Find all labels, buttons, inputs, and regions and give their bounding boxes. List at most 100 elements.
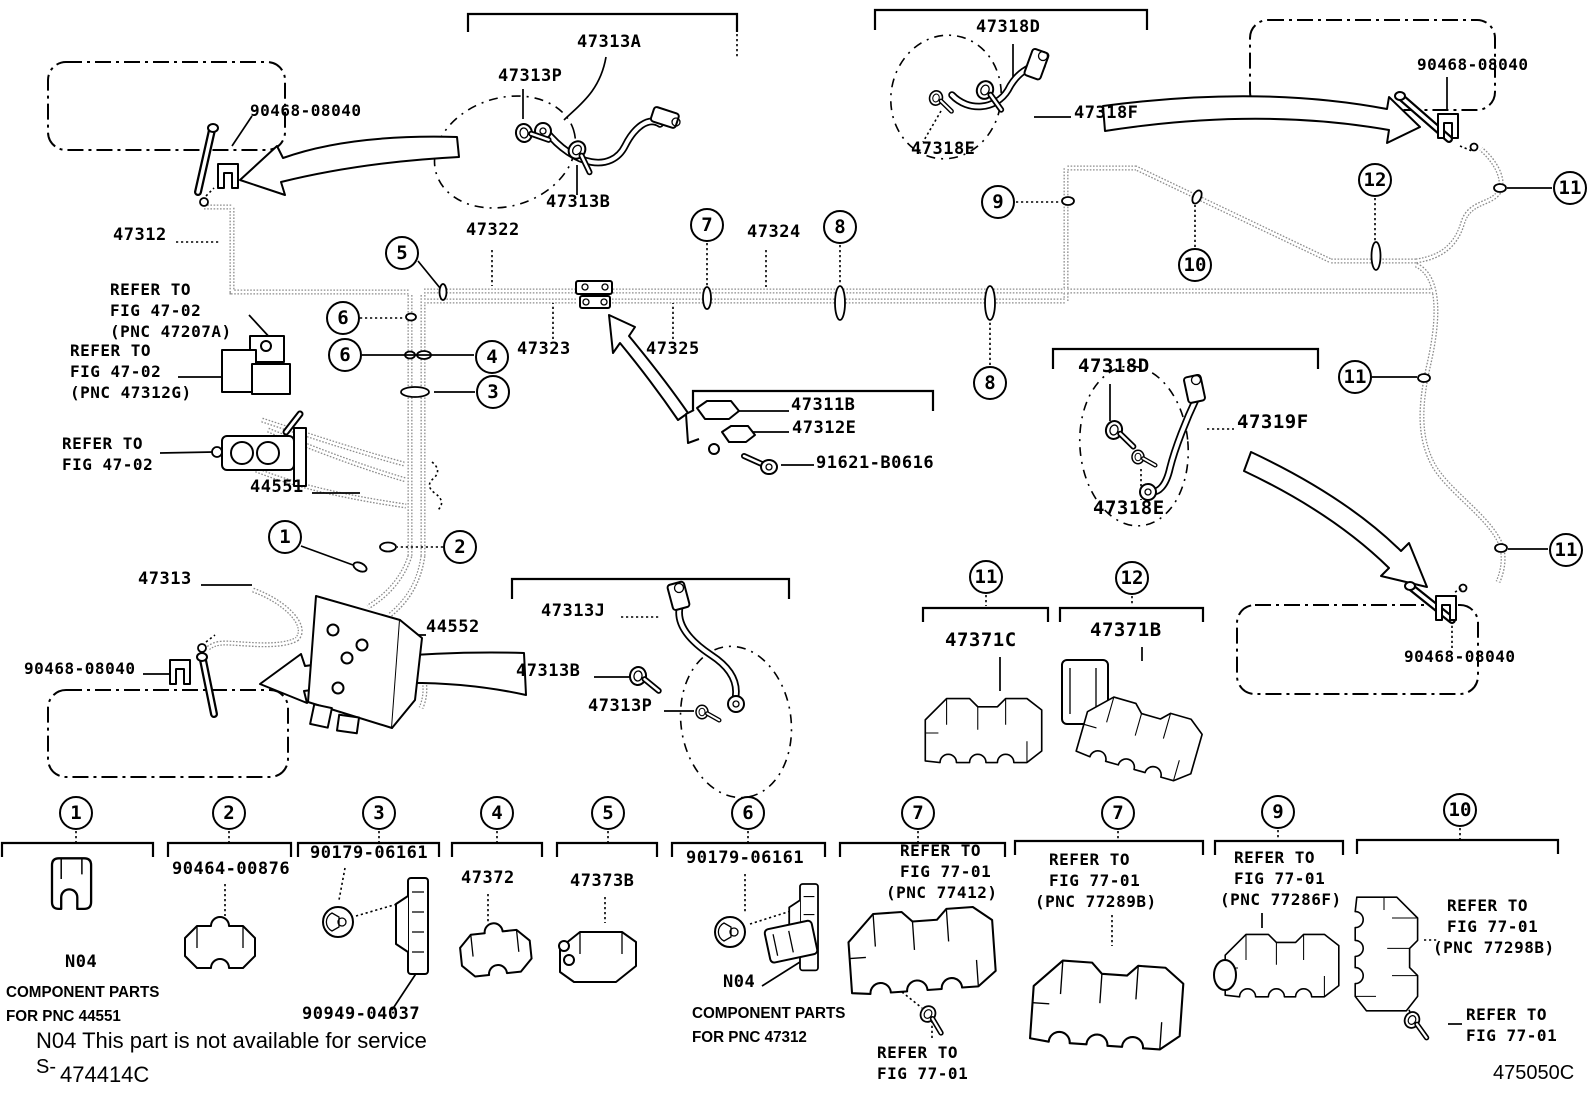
refer-line: (PNC 77286F) xyxy=(1220,890,1342,909)
legend-note-line: COMPONENT PARTS xyxy=(6,984,160,1001)
refer-line: FIG 47-02 xyxy=(110,301,202,320)
callout-3[interactable]: 3 xyxy=(476,375,510,409)
clamp-47371C-art xyxy=(924,697,1043,764)
legend-callout-1[interactable]: 1 xyxy=(59,796,93,830)
part-label-47322[interactable]: 47322 xyxy=(466,220,520,240)
part-label-44552[interactable]: 44552 xyxy=(426,617,480,637)
refer-line: REFER TO xyxy=(877,1043,959,1062)
part-label-47313P-mid[interactable]: 47313P xyxy=(588,696,653,716)
callout-11a[interactable]: 11 xyxy=(1553,171,1587,205)
legend-callout-10[interactable]: 10 xyxy=(1443,793,1477,827)
legend-part-n04-1[interactable]: N04 xyxy=(65,952,98,972)
callout-2[interactable]: 2 xyxy=(443,530,477,564)
refer-note-77289B: REFER TO FIG 77-01 (PNC 77289B) xyxy=(1035,849,1157,912)
part-label-47313P-top[interactable]: 47313P xyxy=(498,66,563,86)
legend-part-90179-06161-b[interactable]: 90179-06161 xyxy=(686,848,805,868)
part-label-47313A[interactable]: 47313A xyxy=(577,32,642,52)
part-label-90468-bottom-left[interactable]: 90468-08040 xyxy=(24,659,136,678)
hose-47313A xyxy=(515,106,681,172)
availability-note: N04 This part is not available for servi… xyxy=(36,1028,427,1053)
callout-11c[interactable]: 11 xyxy=(1549,533,1583,567)
callout-9[interactable]: 9 xyxy=(981,185,1015,219)
brake-booster-art xyxy=(221,335,291,395)
legend-callout-2[interactable]: 2 xyxy=(212,796,246,830)
part-label-90468-bottom-right[interactable]: 90468-08040 xyxy=(1404,647,1516,666)
callout-6a[interactable]: 6 xyxy=(326,301,360,335)
refer-line: FIG 77-01 xyxy=(1466,1026,1558,1045)
part-label-47318F[interactable]: 47318F xyxy=(1074,103,1139,123)
part-label-47371C[interactable]: 47371C xyxy=(945,629,1017,651)
callout-7[interactable]: 7 xyxy=(690,208,724,242)
part-label-47313[interactable]: 47313 xyxy=(138,569,192,589)
refer-line: FIG 77-01 xyxy=(900,862,992,881)
refer-line: FIG 47-02 xyxy=(62,455,154,474)
legend-part-47373B[interactable]: 47373B xyxy=(570,871,635,891)
part-label-47318D-top[interactable]: 47318D xyxy=(976,17,1041,37)
legend-part-47372[interactable]: 47372 xyxy=(461,868,515,888)
refer-line: FIG 77-01 xyxy=(877,1064,969,1083)
legend-callout-7b[interactable]: 7 xyxy=(1101,796,1135,830)
part-label-47324[interactable]: 47324 xyxy=(747,222,801,242)
legend-callout-5[interactable]: 5 xyxy=(591,796,625,830)
body-outline-boxes xyxy=(47,19,1496,778)
callout-12-header[interactable]: 12 xyxy=(1115,561,1149,595)
part-label-47323[interactable]: 47323 xyxy=(517,339,571,359)
callout-5[interactable]: 5 xyxy=(385,236,419,270)
legend-callout-4[interactable]: 4 xyxy=(480,796,514,830)
page-number: 475050C xyxy=(1493,1062,1575,1084)
part-label-47325[interactable]: 47325 xyxy=(646,339,700,359)
callout-11-header[interactable]: 11 xyxy=(969,560,1003,594)
legend-note-line: FOR PNC 44551 xyxy=(6,1008,121,1025)
part-label-44551[interactable]: 44551 xyxy=(250,477,304,497)
callout-8b[interactable]: 8 xyxy=(973,366,1007,400)
part-label-47312E[interactable]: 47312E xyxy=(792,418,857,438)
legend-part-90179-06161-a[interactable]: 90179-06161 xyxy=(310,843,429,863)
part-label-47318D-mid[interactable]: 47318D xyxy=(1078,355,1150,377)
callout-4[interactable]: 4 xyxy=(475,340,509,374)
legend-callout-7a[interactable]: 7 xyxy=(901,796,935,830)
callout-1[interactable]: 1 xyxy=(268,520,302,554)
abs-actuator-art xyxy=(307,595,423,735)
callout-6b[interactable]: 6 xyxy=(328,338,362,372)
part-label-90468-top-left[interactable]: 90468-08040 xyxy=(250,101,362,120)
pipe-union xyxy=(575,280,613,309)
part-label-47313B-mid[interactable]: 47313B xyxy=(516,661,581,681)
refer-line: (PNC 47312G) xyxy=(70,383,192,402)
figure-code-prefix: S- xyxy=(36,1056,56,1078)
legend-note-line: COMPONENT PARTS xyxy=(692,1005,846,1022)
group-brackets xyxy=(0,8,1560,857)
callout-11b[interactable]: 11 xyxy=(1338,360,1372,394)
legend-part-n04-6[interactable]: N04 xyxy=(723,972,756,992)
refer-line: (PNC 77289B) xyxy=(1035,892,1157,911)
hose-47318F xyxy=(928,47,1050,111)
callout-12a[interactable]: 12 xyxy=(1358,163,1392,197)
callout-8a[interactable]: 8 xyxy=(823,210,857,244)
part-label-47313B-top[interactable]: 47313B xyxy=(546,192,611,212)
part-label-90468-top-right[interactable]: 90468-08040 xyxy=(1417,55,1529,74)
part-label-47313J[interactable]: 47313J xyxy=(541,601,606,621)
part-label-47312[interactable]: 47312 xyxy=(113,225,167,245)
part-label-47319F[interactable]: 47319F xyxy=(1237,411,1309,433)
refer-line: (PNC 77298B) xyxy=(1433,938,1555,957)
refer-line: (PNC 47207A) xyxy=(110,322,232,341)
bolt-clip-bottom-right xyxy=(1404,581,1457,624)
clamp-47371B-art xyxy=(1061,659,1207,786)
part-label-47371B[interactable]: 47371B xyxy=(1090,619,1162,641)
part-label-91621-B0616[interactable]: 91621-B0616 xyxy=(816,453,935,473)
part-label-47318E-top[interactable]: 47318E xyxy=(911,139,976,159)
hose-47313J xyxy=(628,580,745,720)
part-label-47318E-mid[interactable]: 47318E xyxy=(1093,497,1165,519)
legend-callout-6[interactable]: 6 xyxy=(731,796,765,830)
refer-line: REFER TO xyxy=(1049,850,1131,869)
legend-part-90949-04037[interactable]: 90949-04037 xyxy=(302,1004,421,1024)
refer-line: FIG 47-02 xyxy=(70,362,162,381)
bolt-clip-bottom-left xyxy=(169,652,218,718)
legend-callout-9[interactable]: 9 xyxy=(1261,795,1295,829)
legend-note-comp-47312: COMPONENT PARTS FOR PNC 47312 xyxy=(692,1002,845,1050)
part-label-47311B[interactable]: 47311B xyxy=(791,395,856,415)
legend-part-90464-00876[interactable]: 90464-00876 xyxy=(172,859,291,879)
refer-note-7701-a: REFER TO FIG 77-01 xyxy=(877,1042,968,1084)
callout-10[interactable]: 10 xyxy=(1178,248,1212,282)
legend-callout-3[interactable]: 3 xyxy=(362,796,396,830)
